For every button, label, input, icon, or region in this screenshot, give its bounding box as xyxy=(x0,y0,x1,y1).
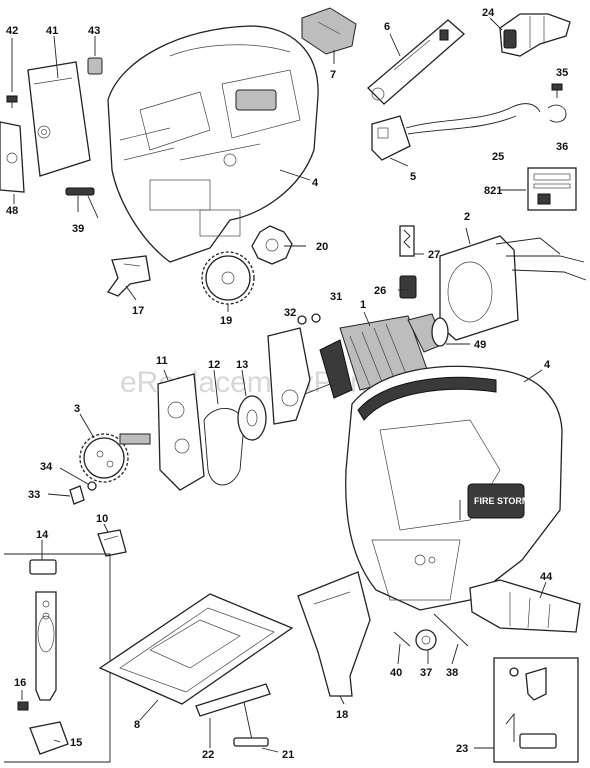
callout-23: 23 xyxy=(456,743,468,755)
callout-27: 27 xyxy=(428,249,440,261)
part-19-gear xyxy=(201,251,255,305)
part-44-knob xyxy=(469,579,581,633)
callout-11: 11 xyxy=(156,355,168,367)
part-43-clip xyxy=(87,36,103,75)
part-17-lever xyxy=(106,255,151,297)
callout-34: 34 xyxy=(40,461,53,473)
part-22-bracket xyxy=(195,683,271,717)
part-6-switch-assembly xyxy=(367,19,465,105)
callout-15: 15 xyxy=(70,737,82,749)
callout-26: 26 xyxy=(374,285,386,297)
callout-16: 16 xyxy=(14,677,26,689)
callout-36: 36 xyxy=(556,141,568,153)
callout-31: 31 xyxy=(330,291,342,303)
part-49-bearing xyxy=(431,317,449,347)
callout-25: 25 xyxy=(492,151,504,163)
part-41-side-plate xyxy=(27,61,91,177)
part-13-washer xyxy=(237,395,267,441)
callout-48: 48 xyxy=(6,205,18,217)
part-25-wires xyxy=(405,103,541,135)
part-2-field-stator xyxy=(439,235,587,341)
part-21-screw xyxy=(233,701,269,747)
part-38-rod xyxy=(433,613,469,647)
callout-39: 39 xyxy=(72,223,84,235)
part-8-shoe xyxy=(98,593,294,705)
callout-1: 1 xyxy=(360,299,366,311)
part-32-washer xyxy=(297,315,307,325)
callout-7: 7 xyxy=(330,69,336,81)
callout-19: 19 xyxy=(220,315,232,327)
part-39-screw xyxy=(65,187,95,212)
callout-49: 49 xyxy=(474,339,486,351)
part-27-brush xyxy=(399,225,415,257)
part-10-clamp xyxy=(97,529,127,557)
part-821-label xyxy=(527,167,577,211)
callout-18: 18 xyxy=(336,709,348,721)
armature-bracket xyxy=(267,327,311,425)
callout-20: 20 xyxy=(316,241,328,253)
callout-6: 6 xyxy=(384,21,390,33)
callout-24: 24 xyxy=(482,7,495,19)
part-3-gear-shaft xyxy=(79,433,151,483)
callout-12: 12 xyxy=(208,359,220,371)
part-26-brush-holder xyxy=(399,275,417,299)
part-4-housing-half xyxy=(107,25,319,263)
blade-clamp-inset xyxy=(4,553,111,763)
callout-10: 10 xyxy=(96,513,108,525)
callout-38: 38 xyxy=(446,667,458,679)
part-36-cord-clamp xyxy=(547,104,567,123)
part-31-washer xyxy=(311,313,321,323)
callout-40: 40 xyxy=(390,667,402,679)
callout-4-top: 4 xyxy=(312,177,319,189)
part-34-washer xyxy=(87,481,97,491)
part-12-gasket xyxy=(203,408,245,486)
callout-3: 3 xyxy=(74,403,80,415)
callout-42: 42 xyxy=(6,25,18,37)
part-5-switch xyxy=(371,115,411,161)
callout-labels: 42 41 43 7 6 24 35 36 25 5 821 4 39 48 2… xyxy=(6,7,568,761)
part-33-nut xyxy=(69,485,85,505)
callout-21: 21 xyxy=(282,749,294,761)
part-42-screw xyxy=(6,38,18,108)
callout-8: 8 xyxy=(134,719,140,731)
part-4-housing-assembled: FIRE STORM xyxy=(345,365,563,611)
part-48-plate xyxy=(0,121,25,193)
callout-2: 2 xyxy=(464,211,470,223)
leader-lines xyxy=(13,17,547,753)
callout-4-right: 4 xyxy=(544,359,551,371)
part-40-pin xyxy=(393,631,411,647)
callout-17: 17 xyxy=(132,305,144,317)
callout-44: 44 xyxy=(540,571,553,583)
housing-badge: FIRE STORM xyxy=(474,496,529,506)
part-23-inset xyxy=(493,657,579,763)
part-20-gear xyxy=(251,225,293,265)
part-11-plate xyxy=(157,373,205,491)
callout-13: 13 xyxy=(236,359,248,371)
part-37-knob xyxy=(415,629,437,651)
part-35-screw xyxy=(551,83,563,98)
callout-43: 43 xyxy=(88,25,100,37)
callout-35: 35 xyxy=(556,67,568,79)
part-18-cover xyxy=(297,571,371,697)
callout-22: 22 xyxy=(202,749,214,761)
callout-821: 821 xyxy=(484,185,502,197)
callout-37: 37 xyxy=(420,667,432,679)
callout-33: 33 xyxy=(28,489,40,501)
callout-41: 41 xyxy=(46,25,58,37)
callout-14: 14 xyxy=(36,529,49,541)
part-24-cord-protector xyxy=(499,13,571,57)
part-7-switch-button xyxy=(301,7,357,55)
callout-5: 5 xyxy=(410,171,416,183)
callout-32: 32 xyxy=(284,307,296,319)
